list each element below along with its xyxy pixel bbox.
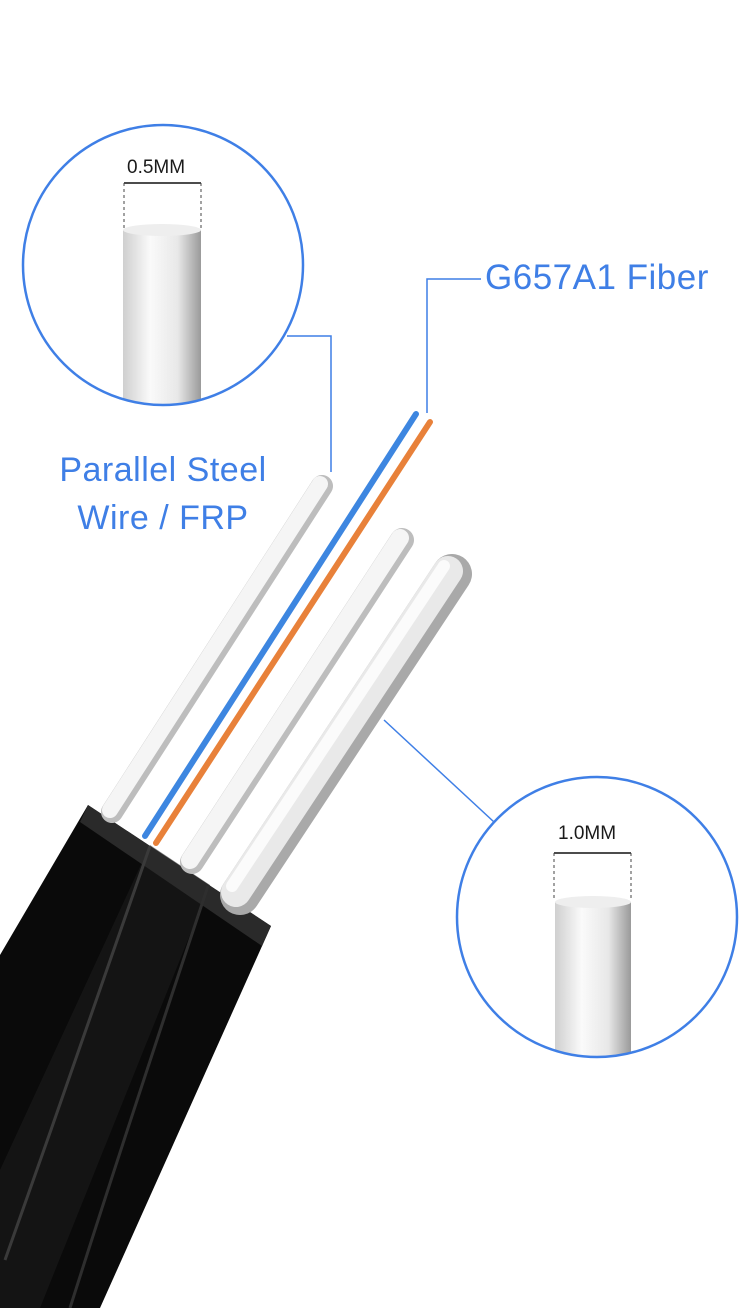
rod-callout-line (383, 719, 495, 823)
fiber-callout-line (426, 278, 481, 413)
fiber-label: G657A1 Fiber (485, 258, 709, 297)
steel-wire-left (101, 475, 333, 823)
fiber-blue (142, 411, 419, 839)
steel-wire-middle (180, 528, 414, 874)
zoom-circle-rod (455, 775, 739, 1059)
zoom-circle-wire (21, 123, 305, 407)
fiber-orange (153, 419, 433, 846)
wire-label-line1: Parallel Steel (59, 451, 267, 489)
steel-wire-dimension: 0.5MM (127, 157, 186, 178)
strength-member-rod (220, 554, 472, 915)
strength-member-dimension: 1.0MM (558, 823, 617, 844)
wire-callout-line (287, 335, 332, 472)
wire-label: Parallel Steel Wire / FRP (30, 446, 296, 542)
cable-jacket (0, 805, 271, 1308)
wire-label-line2: Wire / FRP (77, 499, 249, 537)
